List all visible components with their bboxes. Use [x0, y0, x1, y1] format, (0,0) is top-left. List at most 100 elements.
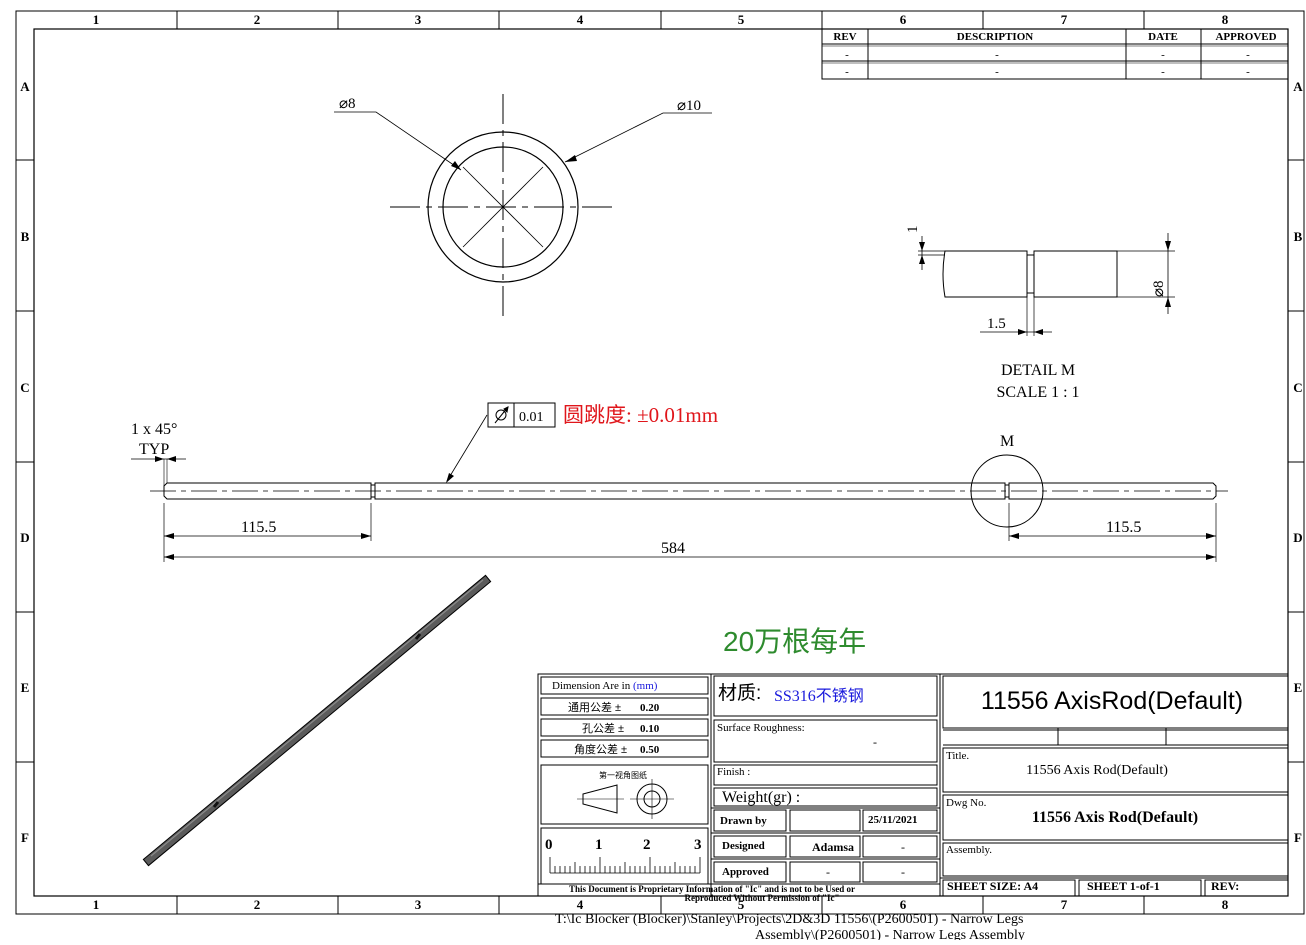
- proprietary-line1: This Document is Proprietary Information…: [569, 884, 855, 894]
- tol-angle-label: 角度公差 ±: [574, 742, 627, 756]
- zone-col-label: 1: [93, 897, 100, 912]
- rev-cell: -: [995, 49, 999, 61]
- rev-cell: -: [845, 66, 849, 78]
- zone-row-label: C: [20, 380, 29, 395]
- rev-header: APPROVED: [1215, 31, 1276, 43]
- tol-angle-value: 0.50: [640, 744, 660, 756]
- dim-groove-depth: 1: [905, 226, 921, 234]
- dwg-no-label: Dwg No.: [946, 797, 987, 809]
- surface-roughness-value: -: [873, 735, 877, 749]
- tol-general-label: 通用公差 ±: [568, 700, 621, 714]
- runout-feature-frame: 0.01: [487, 402, 556, 428]
- zone-col-label: 2: [254, 897, 261, 912]
- tol-hole-value: 0.10: [640, 723, 660, 735]
- title-label: Title.: [946, 750, 969, 762]
- surface-roughness-label: Surface Roughness:: [717, 722, 805, 734]
- part-header: 11556 AxisRod(Default): [981, 687, 1243, 715]
- rev-cell: -: [1161, 66, 1165, 78]
- zone-row-label: A: [1293, 79, 1303, 94]
- zone-col-label: 2: [254, 12, 261, 27]
- dim-outer-diameter: ⌀10: [677, 98, 701, 114]
- zone-ticks: [16, 11, 1304, 914]
- finish-label: Finish :: [717, 766, 750, 778]
- zone-col-label: 4: [577, 12, 584, 27]
- detail-title: DETAIL M: [1001, 362, 1075, 379]
- zone-row-label: D: [20, 530, 29, 545]
- material-value: SS316不锈钢: [774, 687, 864, 705]
- dim-left-length: 115.5: [241, 519, 276, 536]
- title-block: [537, 673, 1289, 897]
- chamfer-typ: TYP: [139, 441, 169, 458]
- dim-detail-diameter: ⌀8: [1151, 280, 1167, 297]
- zone-col-label: 3: [415, 897, 422, 912]
- zone-col-label: 6: [900, 12, 907, 27]
- file-path-line2: Assembly\(P2600501) - Narrow Legs Assemb…: [755, 928, 1025, 940]
- zone-row-label: E: [1294, 680, 1303, 695]
- tol-general-value: 0.20: [640, 702, 660, 714]
- drawn-date: 25/11/2021: [868, 814, 918, 826]
- sheet-size: SHEET SIZE: A4: [947, 879, 1038, 893]
- proprietary-line2: Reproduced Without Permission of "Ic": [685, 893, 840, 903]
- zone-col-label: 5: [738, 12, 745, 27]
- zone-row-label: C: [1293, 380, 1302, 395]
- rev-cell: -: [1246, 49, 1250, 61]
- designed-by: Adamsa: [812, 840, 854, 854]
- runout-note: 圆跳度: ±0.01mm: [563, 403, 718, 427]
- rev-header: REV: [833, 31, 856, 43]
- ruler-mark: 3: [694, 837, 702, 853]
- rev-cell: -: [845, 49, 849, 61]
- section-view-circle: [334, 94, 712, 320]
- detail-m-view: [918, 233, 1175, 336]
- zone-col-label: 6: [900, 897, 907, 912]
- zone-row-label: A: [20, 79, 30, 94]
- sheet-count: SHEET 1-of-1: [1087, 879, 1160, 893]
- detail-callout-label: M: [1000, 433, 1014, 450]
- first-angle-projection-icon: [577, 779, 674, 819]
- zone-row-label: F: [1294, 830, 1302, 845]
- revision-table: REV DESCRIPTION DATE APPROVED - - - - - …: [821, 28, 1289, 80]
- ruler-mark: 0: [545, 837, 553, 853]
- weight-label: Weight(gr) :: [722, 789, 800, 806]
- rod-isometric-view: [142, 574, 492, 867]
- ruler-mark: 2: [643, 837, 651, 853]
- zone-col-label: 8: [1222, 897, 1229, 912]
- runout-icon: [494, 406, 509, 424]
- dim-total-length: 584: [661, 540, 685, 557]
- zone-col-label: 7: [1061, 12, 1068, 27]
- assembly-label: Assembly.: [946, 844, 992, 856]
- rev-field: REV:: [1211, 879, 1239, 893]
- zone-row-label: F: [21, 830, 29, 845]
- dim-groove-width: 1.5: [987, 316, 1006, 332]
- zone-col-label: 8: [1222, 12, 1229, 27]
- dwg-no-value: 11556 Axis Rod(Default): [1032, 809, 1198, 826]
- zone-col-label: 3: [415, 12, 422, 27]
- designed-extra: -: [901, 840, 905, 854]
- runout-value: 0.01: [519, 410, 544, 425]
- zone-col-label: 4: [577, 897, 584, 912]
- dim-right-length: 115.5: [1106, 519, 1141, 536]
- zone-row-label: B: [1294, 229, 1303, 244]
- zone-col-label: 5: [738, 897, 745, 912]
- zone-row-label: D: [1293, 530, 1302, 545]
- material-label: 材质:: [718, 682, 761, 704]
- title-value: 11556 Axis Rod(Default): [1026, 763, 1168, 778]
- border-frame: [15, 10, 1305, 915]
- zone-row-label: B: [21, 229, 30, 244]
- approved-label: Approved: [722, 866, 769, 878]
- rod-side-view: [131, 414, 1228, 562]
- rev-header: DESCRIPTION: [957, 31, 1033, 43]
- rev-cell: -: [1246, 66, 1250, 78]
- units-label: Dimension Are in (mm): [552, 680, 658, 692]
- zone-row-label: E: [21, 680, 30, 695]
- chamfer-note: 1 x 45°: [131, 421, 177, 438]
- tol-hole-label: 孔公差 ±: [582, 721, 624, 735]
- detail-scale: SCALE 1 : 1: [996, 384, 1079, 401]
- scale-ruler: 0 1 2 3: [545, 837, 702, 874]
- approved-extra: -: [901, 865, 905, 879]
- zone-col-label: 1: [93, 12, 100, 27]
- dim-inner-diameter: ⌀8: [339, 96, 356, 112]
- drawn-by-label: Drawn by: [720, 815, 767, 827]
- rev-cell: -: [1161, 49, 1165, 61]
